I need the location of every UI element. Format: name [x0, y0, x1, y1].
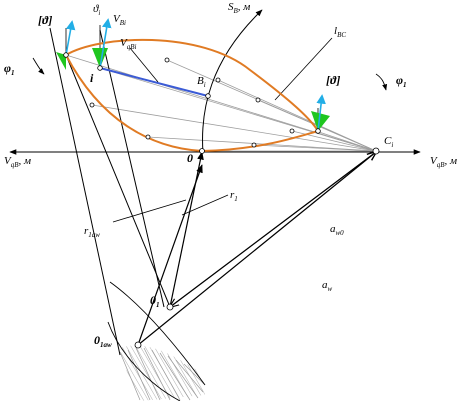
blue-arrow-right [316, 94, 326, 132]
blue-arrow-left [65, 20, 76, 56]
label-origin: 0 [187, 151, 193, 165]
lbc-leader [274, 37, 333, 101]
arc-o1aw [107, 321, 181, 401]
label-point-i: i [90, 71, 94, 85]
label-vbi: VBi [113, 13, 126, 27]
label-o1aw: 01aw [94, 333, 112, 349]
phi-left-arrow [32, 57, 45, 75]
label-r1: r1 [230, 189, 238, 203]
r1aw-line [137, 164, 203, 346]
label-ci: Ci [384, 135, 393, 149]
chord-i-bi [99, 67, 209, 97]
green-wedge-theta-i [92, 48, 108, 68]
blue-arrow-vbi [99, 18, 112, 69]
hatched-region [120, 345, 205, 401]
label-vqb-left: VqB, м [4, 155, 31, 169]
label-phi-left: φ1 [4, 61, 15, 77]
label-sb: SB, м [228, 1, 250, 15]
label-theta-right: [ϑ] [326, 73, 340, 87]
label-lbc: lBC [334, 25, 346, 39]
label-phi-right: φ1 [396, 73, 407, 89]
label-r1aw: r1aw [84, 225, 100, 239]
label-theta-i: ϑi [93, 3, 100, 17]
sb-axis [202, 9, 263, 154]
label-o1: 01 [150, 293, 160, 309]
arc-o1 [109, 281, 206, 386]
label-theta-left: [ϑ] [38, 13, 52, 27]
hatch-lines [119, 347, 205, 401]
r1-leader [181, 194, 229, 216]
left-boundary-outer [49, 27, 121, 356]
label-vqb-right: VqB, м [430, 155, 457, 169]
left-boundary-line [65, 54, 171, 308]
label-aw: aw [322, 279, 333, 293]
label-aw0: aw0 [330, 223, 344, 237]
vqbi-leader [129, 47, 159, 83]
aw-line [137, 152, 376, 346]
theta-i-line [99, 29, 165, 308]
phi-right-arrow [375, 73, 388, 91]
green-wedge-right [311, 111, 330, 131]
label-bi: Bi [197, 75, 206, 89]
contour-points [63, 52, 380, 349]
label-vqbi: VqBi [120, 37, 137, 51]
ci-to-o1-line [169, 151, 377, 308]
green-wedge-left [56, 52, 66, 70]
r1-line [169, 151, 204, 308]
fan-lines [65, 54, 377, 152]
r1aw-leader [112, 199, 187, 223]
